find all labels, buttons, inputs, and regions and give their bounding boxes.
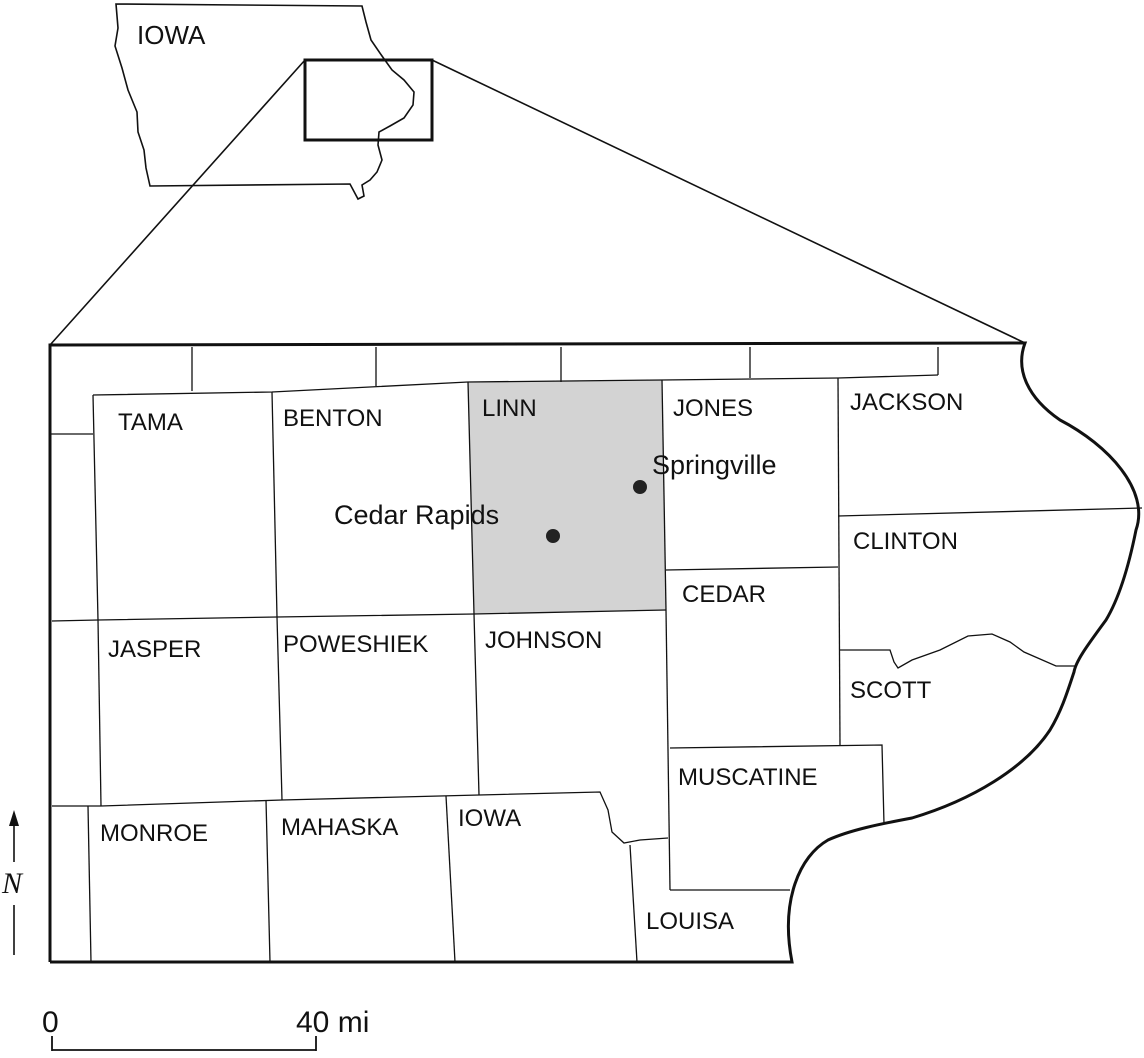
scale-end-label: 40 mi bbox=[296, 1006, 369, 1039]
scale-bar: 0 40 mi bbox=[42, 1006, 369, 1051]
county-label-louisa: LOUISA bbox=[646, 908, 734, 935]
county-label-linn: LINN bbox=[482, 395, 537, 422]
main-map: TAMA BENTON LINN JONES JACKSON CLINTON C… bbox=[48, 341, 1143, 964]
county-label-tama: TAMA bbox=[118, 409, 183, 436]
county-label-jackson: JACKSON bbox=[850, 389, 963, 416]
linn-county-highlight bbox=[468, 380, 666, 614]
city-markers: Springville Cedar Rapids bbox=[334, 450, 777, 543]
county-label-poweshiek: POWESHIEK bbox=[283, 631, 428, 658]
county-label-johnson: JOHNSON bbox=[485, 627, 602, 654]
city-label-cedar-rapids: Cedar Rapids bbox=[334, 500, 499, 530]
north-arrowhead-icon bbox=[9, 810, 19, 826]
county-label-scott: SCOTT bbox=[850, 677, 932, 704]
county-label-monroe: MONROE bbox=[100, 820, 208, 847]
county-label-iowa: IOWA bbox=[458, 805, 521, 832]
north-arrow: N bbox=[1, 810, 24, 955]
county-label-clinton: CLINTON bbox=[853, 528, 958, 555]
county-label-benton: BENTON bbox=[283, 405, 383, 432]
map-frame-and-river bbox=[48, 341, 1141, 964]
cedar-rapids-marker bbox=[546, 529, 560, 543]
iowa-state-outline bbox=[114, 3, 415, 201]
county-labels: TAMA BENTON LINN JONES JACKSON CLINTON C… bbox=[100, 389, 963, 935]
inset-leader-right bbox=[431, 59, 1026, 344]
county-label-jasper: JASPER bbox=[108, 636, 201, 663]
north-label: N bbox=[1, 867, 24, 900]
city-label-springville: Springville bbox=[652, 450, 777, 480]
iowa-inset: IOWA bbox=[49, 3, 1026, 346]
county-label-muscatine: MUSCATINE bbox=[678, 764, 818, 791]
county-label-mahaska: MAHASKA bbox=[281, 814, 398, 841]
county-label-cedar: CEDAR bbox=[682, 581, 766, 608]
inset-state-label: IOWA bbox=[137, 20, 206, 50]
county-label-jones: JONES bbox=[673, 395, 753, 422]
inset-locator-box bbox=[303, 58, 434, 142]
inset-leader-left bbox=[49, 59, 306, 346]
county-boundaries bbox=[50, 347, 1143, 963]
scale-start-label: 0 bbox=[42, 1006, 59, 1039]
springville-marker bbox=[633, 480, 647, 494]
